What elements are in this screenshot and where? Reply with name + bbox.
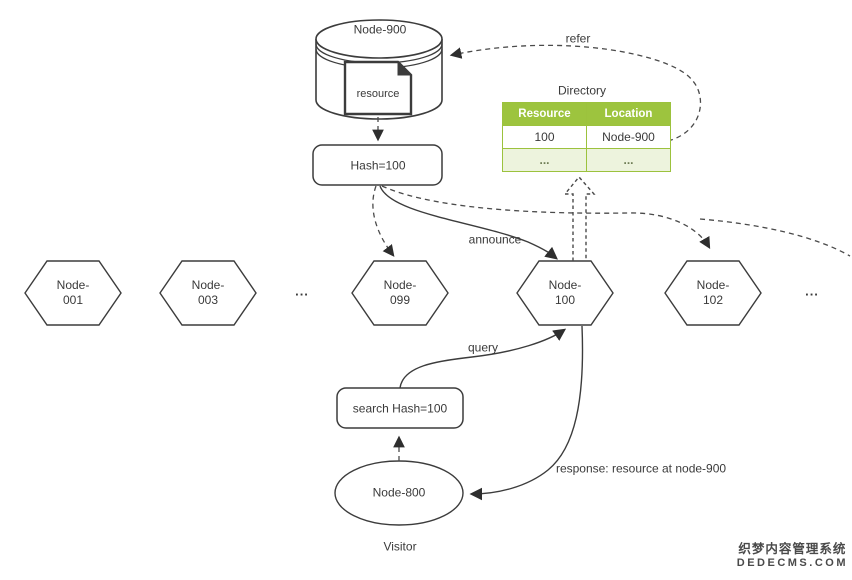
edge-hash-to-more-nodes [699, 218, 851, 257]
node-102-label: Node- 102 [696, 278, 730, 307]
ellipsis-right: ... [805, 283, 819, 299]
node-003-label: Node- 003 [191, 278, 225, 307]
node-800-label: Node-800 [372, 485, 426, 500]
directory-table: Resource Location 100 Node-900 ... ... [502, 102, 671, 172]
node-100-label: Node- 100 [548, 278, 582, 307]
edge-query-search-to-node100 [399, 328, 567, 389]
visitor-caption: Visitor [383, 539, 417, 554]
document-fold-corner [397, 60, 413, 76]
directory-header-row: Resource Location [502, 102, 671, 126]
directory-row-more: ... ... [502, 148, 671, 172]
response-label: response: resource at node-900 [555, 461, 727, 476]
announce-label: announce [468, 232, 522, 247]
hex-node-100 [516, 260, 614, 326]
hash-box [312, 144, 443, 186]
database-cylinder-top [315, 19, 443, 59]
directory-header-resource: Resource [502, 102, 587, 126]
directory-cell-resource: 100 [502, 125, 587, 149]
node-001-label: Node- 001 [56, 278, 90, 307]
directory-cell-more-location: ... [586, 148, 671, 172]
watermark-chinese-text: 织梦内容管理系统 [738, 542, 847, 556]
resource-label: resource [356, 87, 400, 100]
hex-node-102 [664, 260, 762, 326]
edge-refer-directory-to-node900 [449, 44, 702, 142]
block-arrow-node100-to-directory [563, 175, 596, 261]
dedecms-watermark: 织梦内容管理系统 DEDECMS.COM [737, 542, 848, 570]
edge-hash-to-node099 [372, 185, 395, 257]
directory-cell-more-resource: ... [502, 148, 587, 172]
edge-response-node100-to-node800 [469, 325, 584, 501]
refer-label: refer [565, 31, 591, 46]
ellipsis-left: ... [295, 283, 309, 299]
watermark-domain-text: DEDECMS.COM [736, 557, 848, 569]
directory-header-location: Location [586, 102, 671, 126]
node-900-title: Node-900 [353, 22, 407, 37]
query-label: query [467, 340, 499, 355]
directory-cell-location: Node-900 [586, 125, 671, 149]
directory-title: Directory [557, 83, 607, 98]
directory-row-entry: 100 Node-900 [502, 125, 671, 149]
hash-box-label: Hash=100 [350, 158, 406, 173]
search-box-label: search Hash=100 [352, 401, 448, 416]
edge-announce-hash-to-node100 [379, 185, 558, 260]
edge-hash-to-node102 [381, 185, 711, 250]
hex-node-099 [351, 260, 449, 326]
node-099-label: Node- 099 [383, 278, 417, 307]
hex-node-003 [159, 260, 257, 326]
hex-node-001 [24, 260, 122, 326]
